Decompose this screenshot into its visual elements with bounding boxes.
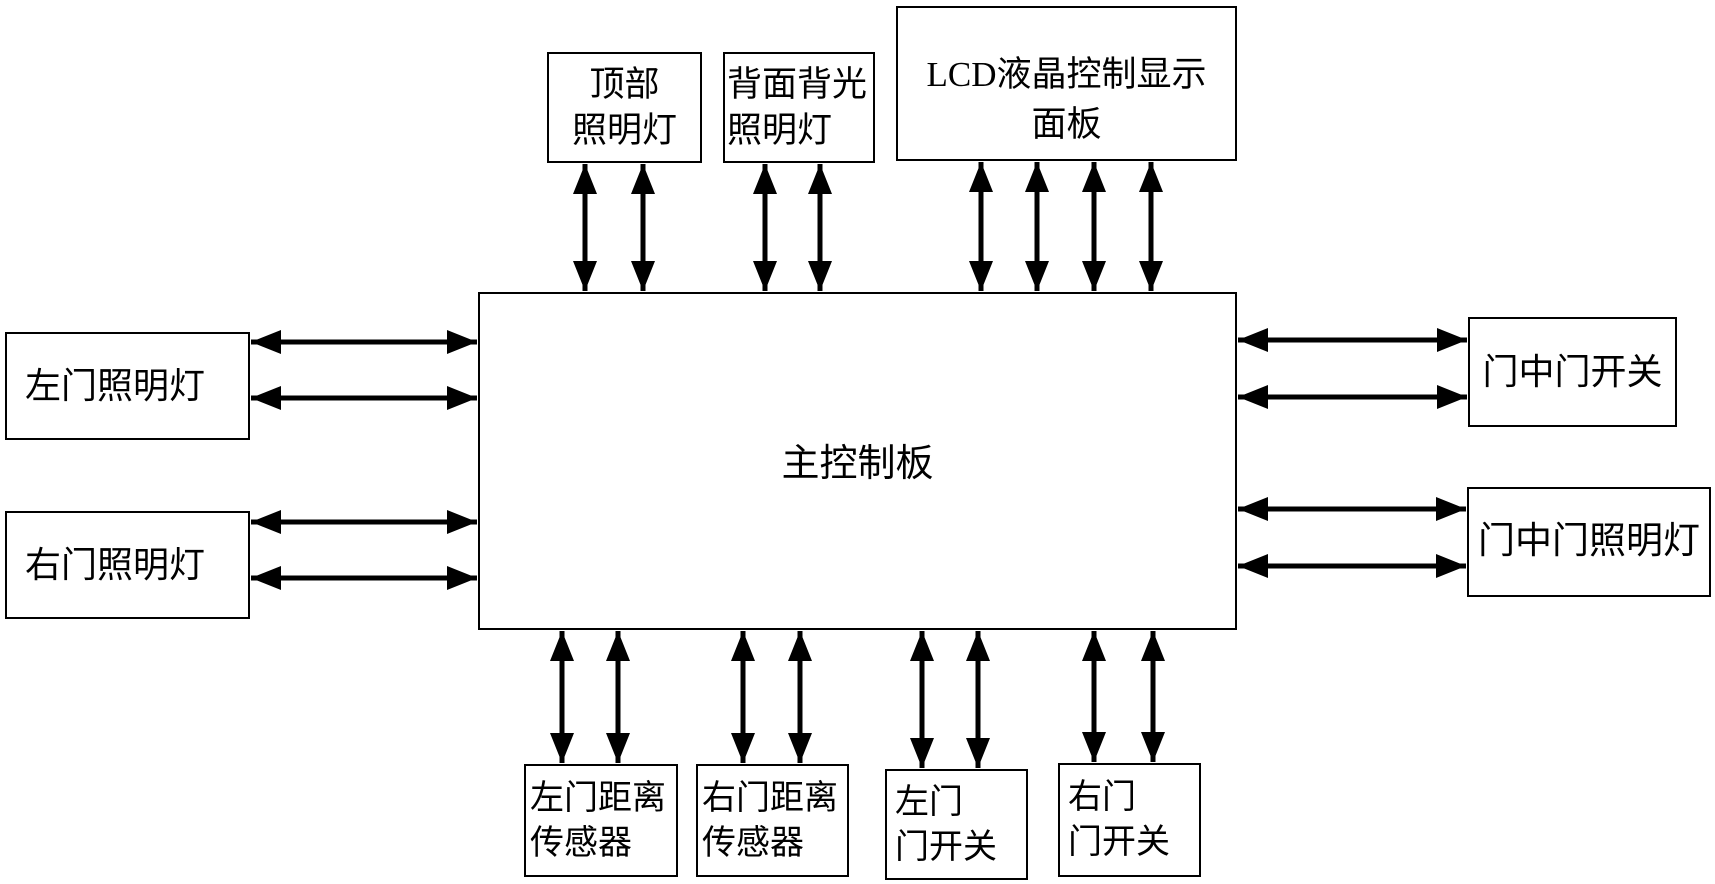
node-right-door-distance-sensor: 右门距离 传感器 (696, 764, 849, 877)
node-door-in-door-light: 门中门照明灯 (1467, 487, 1711, 597)
node-label: 左门照明灯 (25, 366, 206, 406)
node-back-backlight-light: 背面背光 照明灯 (723, 52, 875, 163)
node-left-door-door-switch: 左门 门开关 (885, 769, 1028, 880)
node-label: 主控制板 (781, 443, 934, 485)
node-label-line: 传感器 (530, 824, 632, 862)
node-label-line: 顶部 (589, 64, 660, 104)
node-label-line: 背面背光 (727, 64, 868, 104)
node-label-line: 门开关 (1068, 824, 1170, 861)
node-label-line: 照明灯 (571, 110, 677, 150)
node-top-light: 顶部 照明灯 (547, 52, 702, 163)
node-label: 门中门照明灯 (1478, 521, 1700, 562)
node-lcd-control-display-panel: LCD液晶控制显示 面板 (896, 6, 1237, 161)
node-right-door-light: 右门照明灯 (5, 511, 250, 619)
node-label-line: 右门距离 (702, 779, 838, 817)
node-door-in-door-switch: 门中门开关 (1468, 317, 1677, 427)
node-label-line: 照明灯 (727, 110, 833, 150)
node-right-door-door-switch: 右门 门开关 (1058, 763, 1201, 877)
node-label-line: 左门 (895, 783, 963, 821)
node-main-control-board: 主控制板 (478, 292, 1237, 630)
node-label: 右门照明灯 (25, 545, 206, 585)
node-label-line: 面板 (1031, 105, 1102, 144)
node-label-line: 右门 (1068, 779, 1136, 816)
node-label-line: LCD液晶控制显示 (926, 55, 1207, 94)
node-label-line: 传感器 (702, 824, 804, 862)
node-label-line: 左门距离 (530, 779, 666, 817)
node-label: 门中门开关 (1482, 352, 1663, 392)
node-label-line: 门开关 (895, 828, 997, 866)
node-left-door-distance-sensor: 左门距离 传感器 (524, 764, 678, 877)
node-left-door-light: 左门照明灯 (5, 332, 250, 440)
